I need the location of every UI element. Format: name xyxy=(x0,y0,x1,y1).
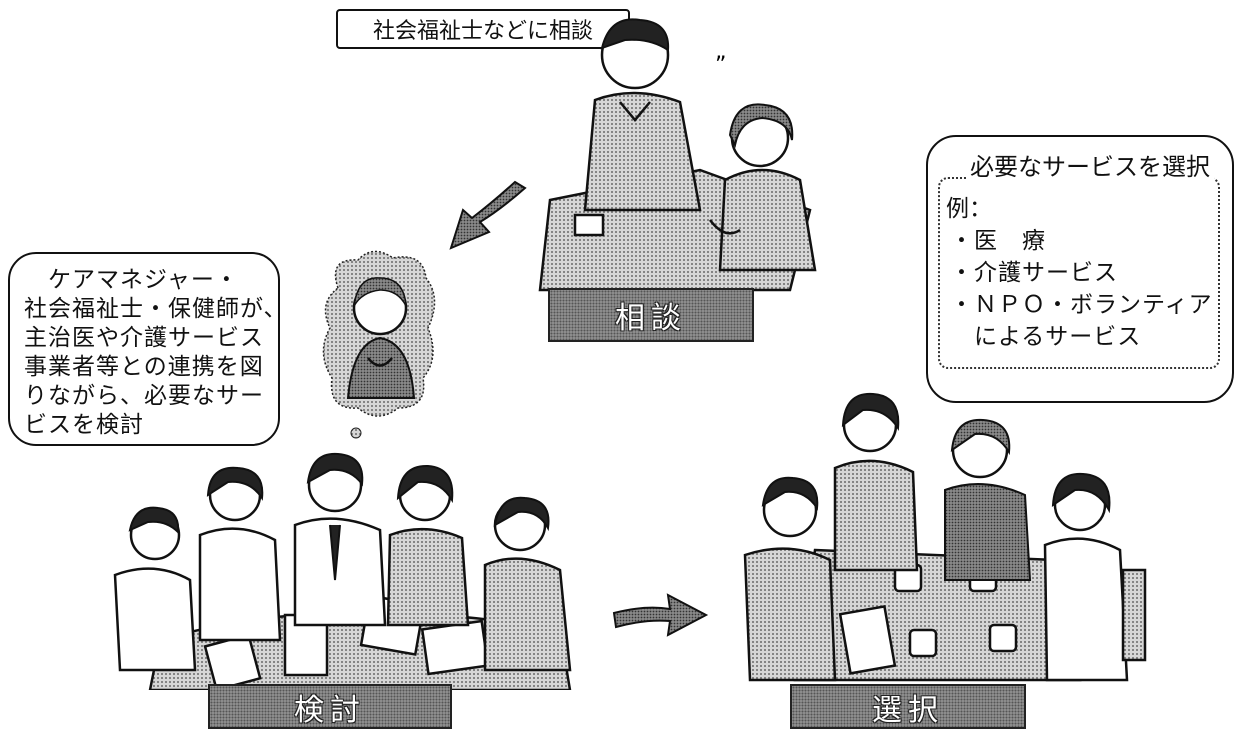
review-desc-line: ビスを検討 xyxy=(24,412,144,438)
consult-stage-label-text: 相談 xyxy=(615,301,687,336)
thought-bubble-illustration xyxy=(322,250,436,439)
review-desc-line: りながら、必要なサー xyxy=(24,383,264,409)
select-stage-label-text: 選択 xyxy=(872,692,944,728)
service-option-item: ・医 療 xyxy=(950,228,1046,254)
svg-text:”: ” xyxy=(715,53,726,78)
review-desc-line: ケアマネジャー・ xyxy=(24,267,239,293)
arrow-review-to-select xyxy=(612,593,709,637)
review-desc-line: 主治医や介護サービス xyxy=(24,325,264,351)
consult-caption: 社会福祉士などに相談 xyxy=(372,19,593,44)
consult-scene-illustration: ” xyxy=(538,18,817,292)
review-desc-line: 事業者等との連携を図 xyxy=(24,354,264,380)
review-stage-label: 検討 xyxy=(208,684,452,729)
service-option-item: ・ＮＰＯ・ボランティア xyxy=(950,292,1213,318)
arrow-consult-to-review xyxy=(449,180,527,250)
review-description-box: ケアマネジャー・ 社会福祉士・保健師が、 主治医や介護サービス 事業者等との連携… xyxy=(8,252,288,446)
select-scene-illustration xyxy=(743,392,1147,682)
service-options-example-label: 例： xyxy=(946,196,992,222)
review-stage-label-text: 検討 xyxy=(294,692,366,728)
consult-stage-label: 相談 xyxy=(548,288,754,342)
service-option-item: によるサービス xyxy=(950,324,1142,350)
consult-caption-box: 社会福祉士などに相談 xyxy=(336,9,630,49)
select-stage-label: 選択 xyxy=(790,684,1026,729)
service-options-title: 必要なサービスを選択 xyxy=(966,147,1214,182)
review-scene-illustration xyxy=(113,452,572,690)
service-option-item: ・介護サービス xyxy=(950,260,1118,286)
service-options-box: 必要なサービスを選択 例： ・医 療 ・介護サービス ・ＮＰＯ・ボランティア に… xyxy=(926,135,1234,403)
review-desc-line: 社会福祉士・保健師が、 xyxy=(24,296,288,322)
